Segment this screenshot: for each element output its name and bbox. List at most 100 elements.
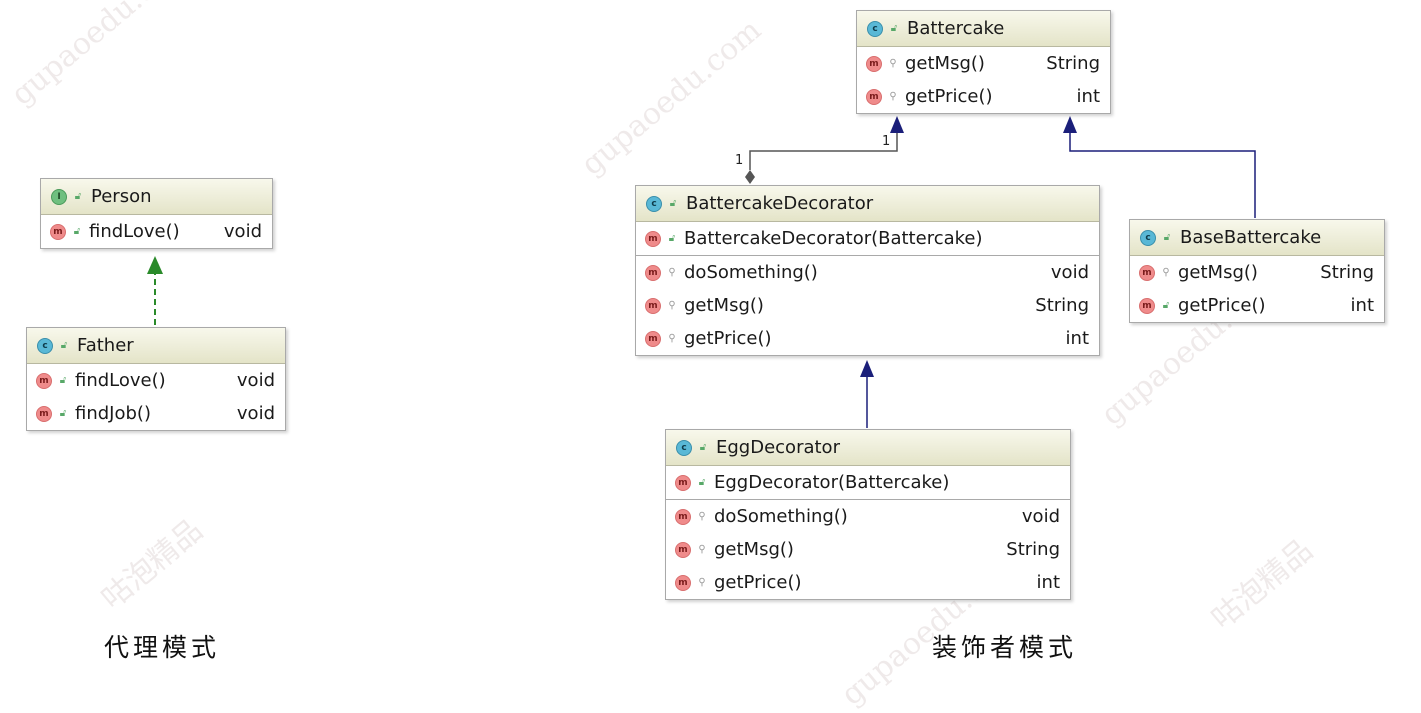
method-name: doSomething() — [714, 506, 848, 527]
method-row: m ⚲ doSomething() void — [636, 255, 1099, 289]
method-name: getMsg() — [1178, 262, 1258, 283]
multiplicity-label: 1 — [882, 134, 891, 149]
method-name: findLove() — [89, 221, 180, 242]
method-icon: m — [866, 55, 882, 72]
method-icon: m — [1139, 264, 1155, 281]
father-class-box[interactable]: c 🔓︎ Father m 🔓︎ findLove() void m 🔓︎ fi… — [26, 327, 286, 431]
public-visibility-icon: 🔓︎ — [698, 477, 706, 488]
class-name: Battercake — [907, 18, 1005, 39]
public-visibility-icon: 🔓︎ — [59, 375, 67, 386]
class-name: BaseBattercake — [1180, 227, 1322, 248]
protected-visibility-icon: ⚲ — [698, 544, 706, 555]
method-type: void — [1021, 506, 1060, 527]
method-row: m ⚲ getMsg() String — [1130, 256, 1384, 289]
class-header: c 🔓︎ EggDecorator — [666, 430, 1070, 466]
class-badge-icon: c — [646, 195, 662, 212]
method-icon: m — [50, 223, 66, 240]
method-row: m ⚲ getPrice() int — [636, 322, 1099, 355]
method-type: String — [1320, 262, 1374, 283]
method-icon: m — [645, 230, 661, 247]
extends-arrowhead-base — [1063, 116, 1077, 133]
method-icon: m — [645, 297, 661, 314]
class-name: BattercakeDecorator — [686, 193, 874, 214]
person-interface-box[interactable]: I 🔓︎ Person m 🔓︎ findLove() void — [40, 178, 273, 249]
method-name: getPrice() — [1178, 295, 1266, 316]
protected-visibility-icon: ⚲ — [889, 58, 897, 69]
proxy-pattern-caption: 代理模式 — [104, 633, 221, 662]
class-name: EggDecorator — [716, 437, 840, 458]
battercake-decorator-class-box[interactable]: c 🔓︎ BattercakeDecorator m 🔓︎ Battercake… — [635, 185, 1100, 356]
protected-visibility-icon: ⚲ — [698, 511, 706, 522]
method-type: String — [1035, 295, 1089, 316]
extends-line-base — [1069, 133, 1256, 218]
method-row: m 🔓︎ findLove() void — [27, 364, 285, 397]
method-icon: m — [675, 541, 691, 558]
method-type: void — [1050, 262, 1089, 283]
implements-arrowhead — [147, 256, 163, 274]
public-visibility-icon: 🔓︎ — [73, 226, 81, 237]
protected-visibility-icon: ⚲ — [668, 333, 676, 344]
aggregation-arrowhead — [890, 116, 904, 133]
public-visibility-icon: 🔓︎ — [74, 191, 82, 202]
aggregation-diamond — [745, 170, 755, 184]
class-badge-icon: c — [37, 337, 53, 354]
method-icon: m — [675, 508, 691, 525]
protected-visibility-icon: ⚲ — [1162, 267, 1170, 278]
method-type: String — [1046, 53, 1100, 74]
method-name: findJob() — [75, 403, 151, 424]
public-visibility-icon: 🔓︎ — [1162, 300, 1170, 311]
method-type: void — [236, 370, 275, 391]
method-row: m ⚲ doSomething() void — [666, 499, 1070, 533]
method-icon: m — [645, 330, 661, 347]
method-type: void — [236, 403, 275, 424]
method-type: int — [1350, 295, 1374, 316]
constructor-row: m 🔓︎ EggDecorator(Battercake) — [666, 466, 1070, 499]
battercake-class-box[interactable]: c 🔓︎ Battercake m ⚲ getMsg() String m ⚲ … — [856, 10, 1111, 114]
protected-visibility-icon: ⚲ — [698, 577, 706, 588]
method-name: findLove() — [75, 370, 166, 391]
public-visibility-icon: 🔓︎ — [668, 233, 676, 244]
class-header: I 🔓︎ Person — [41, 179, 272, 215]
public-visibility-icon: 🔓︎ — [59, 408, 67, 419]
method-icon: m — [675, 574, 691, 591]
multiplicity-label: 1 — [735, 153, 744, 168]
method-row: m ⚲ getPrice() int — [666, 566, 1070, 599]
method-icon: m — [675, 474, 691, 491]
method-icon: m — [866, 88, 882, 105]
method-name: getMsg() — [714, 539, 794, 560]
class-badge-icon: c — [867, 20, 883, 37]
method-row: m ⚲ getMsg() String — [666, 533, 1070, 566]
method-icon: m — [36, 372, 52, 389]
class-header: c 🔓︎ Father — [27, 328, 285, 364]
interface-badge-icon: I — [51, 188, 67, 205]
method-name: getPrice() — [714, 572, 802, 593]
egg-decorator-class-box[interactable]: c 🔓︎ EggDecorator m 🔓︎ EggDecorator(Batt… — [665, 429, 1071, 600]
public-visibility-icon: 🔓︎ — [699, 442, 707, 453]
method-name: getPrice() — [684, 328, 772, 349]
method-row: m 🔓︎ findLove() void — [41, 215, 272, 248]
method-icon: m — [1139, 297, 1155, 314]
class-badge-icon: c — [1140, 229, 1156, 246]
aggregation-line — [749, 133, 898, 170]
constructor-name: EggDecorator(Battercake) — [714, 472, 950, 493]
class-header: c 🔓︎ Battercake — [857, 11, 1110, 47]
method-icon: m — [645, 264, 661, 281]
method-type: int — [1036, 572, 1060, 593]
decorator-pattern-caption: 装饰者模式 — [932, 633, 1078, 662]
method-row: m ⚲ getMsg() String — [857, 47, 1110, 80]
method-icon: m — [36, 405, 52, 422]
method-row: m 🔓︎ getPrice() int — [1130, 289, 1384, 322]
method-name: getMsg() — [684, 295, 764, 316]
class-name: Father — [77, 335, 134, 356]
base-battercake-class-box[interactable]: c 🔓︎ BaseBattercake m ⚲ getMsg() String … — [1129, 219, 1385, 323]
method-type: void — [223, 221, 262, 242]
method-row: m 🔓︎ findJob() void — [27, 397, 285, 430]
method-name: getMsg() — [905, 53, 985, 74]
diagram-connectors — [147, 116, 1256, 428]
method-name: doSomething() — [684, 262, 818, 283]
public-visibility-icon: 🔓︎ — [669, 198, 677, 209]
constructor-row: m 🔓︎ BattercakeDecorator(Battercake) — [636, 222, 1099, 255]
method-type: int — [1065, 328, 1089, 349]
constructor-name: BattercakeDecorator(Battercake) — [684, 228, 983, 249]
class-badge-icon: c — [676, 439, 692, 456]
